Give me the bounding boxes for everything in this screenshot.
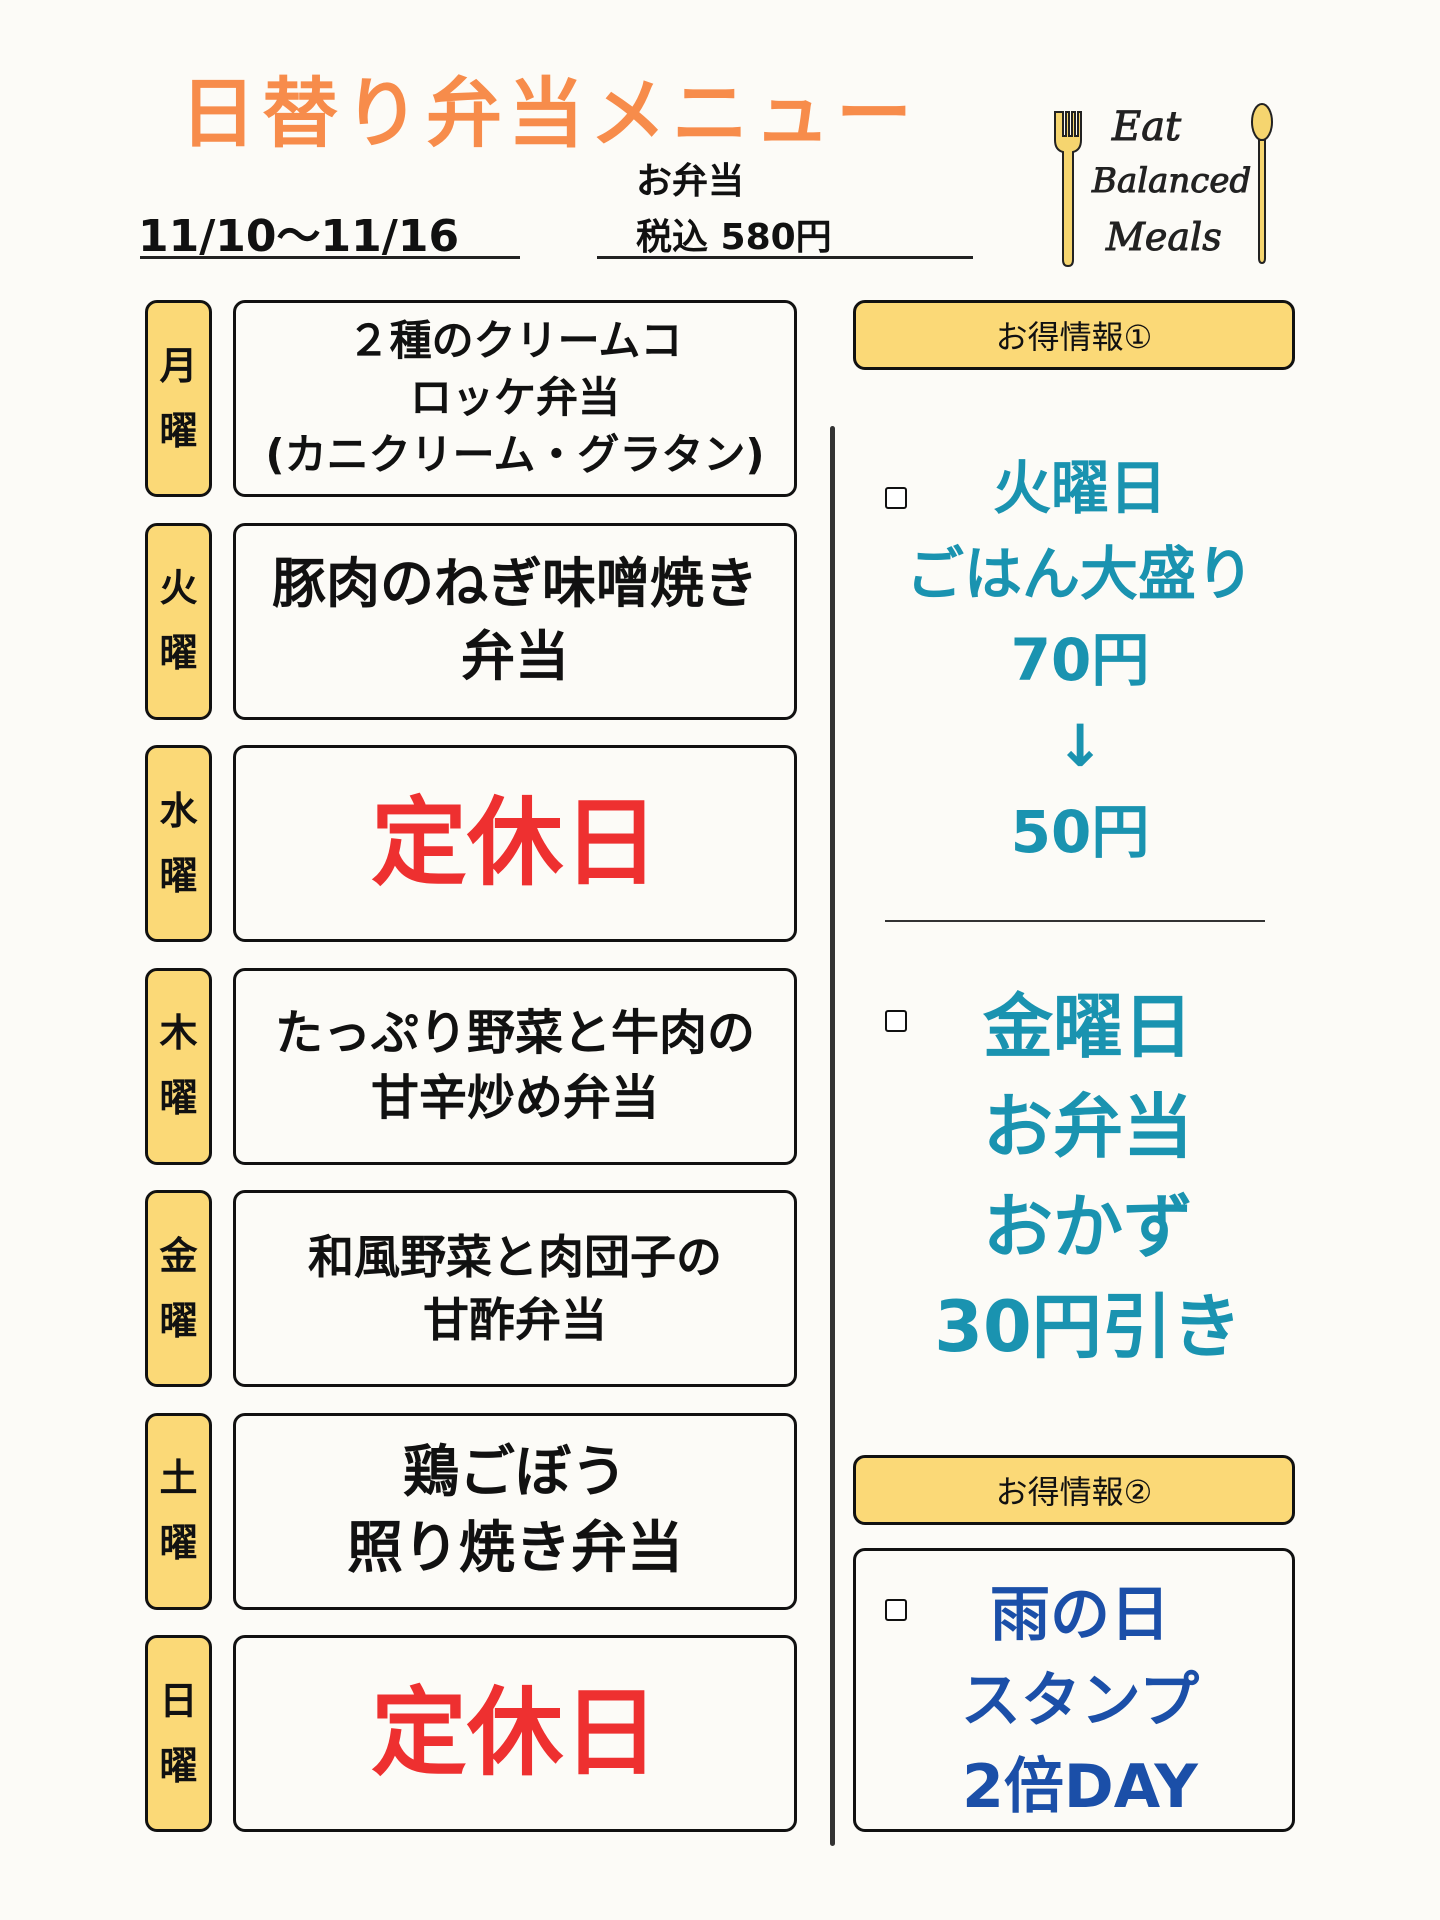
day-label: 日: [159, 1678, 198, 1723]
deal-1-line: 70円: [1010, 626, 1150, 694]
menu-row: 水曜 定休日: [145, 745, 797, 942]
deal-2-line: お弁当: [983, 1086, 1193, 1168]
deal-1-line: 50円: [1010, 798, 1150, 866]
deal-tag-2: お得情報②: [853, 1455, 1295, 1525]
svg-text:Balanced: Balanced: [1091, 161, 1251, 201]
day-suffix: 曜: [159, 853, 198, 898]
menu-item: 鶏ごぼう 照り焼き弁当: [233, 1412, 797, 1610]
day-tab: 日曜: [145, 1635, 212, 1832]
day-suffix: 曜: [159, 631, 198, 675]
day-label: 金: [159, 1233, 198, 1278]
deal-3-line: 2倍DAY: [962, 1752, 1198, 1822]
page-title: 日替り弁当メニュー: [180, 69, 918, 158]
deal-3-line: スタンプ: [960, 1666, 1200, 1736]
menu-item: 豚肉のねぎ味噌焼き 弁当: [233, 522, 797, 720]
date-range: 11/10〜11/16: [138, 211, 460, 262]
divider: [885, 920, 1265, 922]
menu-row: 金曜 和風野菜と肉団子の 甘酢弁当: [145, 1190, 797, 1387]
day-label: 水: [159, 788, 198, 833]
menu-row: 木曜 たっぷり野菜と牛肉の 甘辛炒め弁当: [145, 967, 797, 1165]
deal-3-line: 雨の日: [990, 1580, 1170, 1650]
deal-1: 火曜日 ごはん大盛り 70円 ↓ 50円: [880, 445, 1280, 875]
day-tab: 土曜: [145, 1412, 212, 1610]
svg-text:Eat: Eat: [1111, 104, 1182, 150]
menu-row: 月曜 ２種のクリームコ ロッケ弁当 (カニクリーム・グラタン): [145, 300, 797, 497]
deal-3: 雨の日 スタンプ 2倍DAY: [880, 1572, 1280, 1830]
day-suffix: 曜: [159, 1298, 198, 1343]
menu-item: 和風野菜と肉団子の 甘酢弁当: [233, 1190, 797, 1387]
price-label: 税込 580円: [636, 217, 832, 258]
menu-row: 土曜 鶏ごぼう 照り焼き弁当: [145, 1412, 797, 1610]
deal-tag-1: お得情報①: [853, 300, 1295, 370]
bento-label: お弁当: [636, 161, 745, 202]
svg-text:Meals: Meals: [1105, 215, 1222, 259]
menu-row: 火曜 豚肉のねぎ味噌焼き 弁当: [145, 522, 797, 720]
menu-row: 日曜 定休日: [145, 1635, 797, 1832]
menu-item: ２種のクリームコ ロッケ弁当 (カニクリーム・グラタン): [233, 300, 797, 497]
deal-2-checkbox[interactable]: [885, 1010, 907, 1032]
day-tab: 火曜: [145, 522, 212, 720]
day-suffix: 曜: [159, 1076, 198, 1120]
menu-item: たっぷり野菜と牛肉の 甘辛炒め弁当: [233, 967, 797, 1165]
deal-1-line: 火曜日: [992, 454, 1167, 522]
deal-2-line: 30円引き: [934, 1286, 1242, 1368]
deal-1-line: ごはん大盛り: [905, 540, 1254, 608]
deal-3-box: [853, 1548, 1295, 1832]
divider: [597, 256, 973, 259]
day-label: 木: [159, 1011, 198, 1056]
closed-day-label: 定休日: [233, 1635, 797, 1832]
deal-3-checkbox[interactable]: [885, 1599, 907, 1621]
day-tab: 木曜: [145, 967, 212, 1165]
deal-2: 金曜日 お弁当 おかず 30円引き: [888, 977, 1288, 1377]
divider: [140, 256, 520, 259]
deal-2-line: おかず: [983, 1186, 1193, 1268]
logo-eat-balanced-meals-icon: Eat Balanced Meals: [1054, 103, 1273, 268]
closed-day-label: 定休日: [233, 745, 797, 942]
day-label: 火: [159, 566, 198, 611]
deal-2-line: 金曜日: [983, 986, 1193, 1068]
day-suffix: 曜: [159, 408, 198, 453]
day-suffix: 曜: [159, 1743, 198, 1788]
vertical-divider: [830, 426, 835, 1846]
day-label: 土: [159, 1456, 198, 1501]
day-tab: 金曜: [145, 1190, 212, 1387]
arrow-down-icon: ↓: [1055, 712, 1105, 780]
day-label: 月: [159, 343, 198, 388]
day-tab: 月曜: [145, 300, 212, 497]
deal-1-checkbox[interactable]: [885, 487, 907, 509]
day-suffix: 曜: [159, 1521, 198, 1565]
day-tab: 水曜: [145, 745, 212, 942]
